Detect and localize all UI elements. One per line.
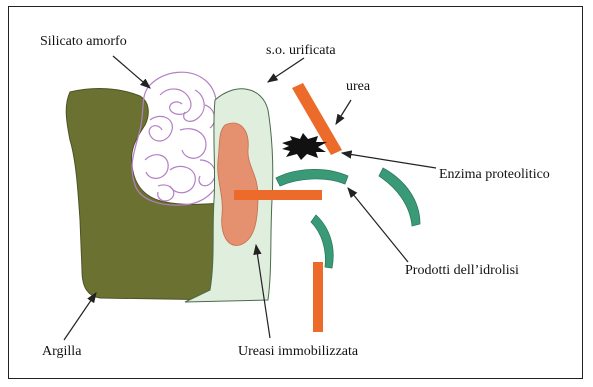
label-argilla: Argilla xyxy=(42,345,81,359)
urea-bound-bar xyxy=(234,190,322,200)
urea-molecules xyxy=(292,83,342,332)
label-enzima-proteolitico: Enzima proteolitico xyxy=(439,168,550,182)
label-prodotti-idrolisi: Prodotti dell’idrolisi xyxy=(405,264,519,278)
label-ureasi-immobilizzata: Ureasi immobilizzata xyxy=(238,345,358,359)
amorphous-silicate xyxy=(132,72,227,205)
label-urea: urea xyxy=(346,80,370,94)
hydrolysis-products xyxy=(276,168,420,268)
clay-particle xyxy=(66,89,226,300)
label-silicato-amorfo: Silicato amorfo xyxy=(40,35,127,49)
label-so-urificata: s.o. urificata xyxy=(266,44,336,58)
protease-enzyme xyxy=(282,133,327,160)
